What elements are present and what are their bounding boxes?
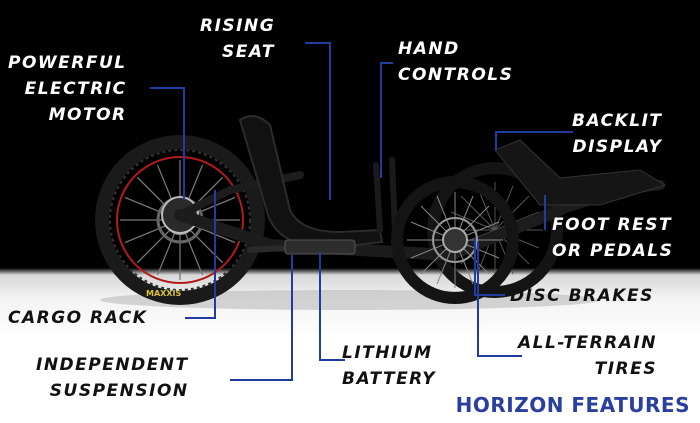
hand-controls <box>373 157 398 233</box>
label-foot-rest: Foot Rest or Pedals <box>552 215 674 261</box>
leader-cargo <box>185 190 216 319</box>
seat <box>238 115 384 250</box>
leader-battery <box>319 252 345 361</box>
label-tires: All-Terrain Tires <box>518 333 657 379</box>
battery-pack <box>284 239 356 255</box>
label-disc-brakes: Disc Brakes <box>510 286 654 306</box>
brand-title: HORIZON FEATURES <box>455 393 690 417</box>
label-seat: Rising Seat <box>200 16 276 62</box>
label-cargo-rack: Cargo Rack <box>8 308 148 328</box>
leader-seat <box>305 42 331 200</box>
leader-motor <box>150 87 185 200</box>
leader-display <box>495 131 573 150</box>
tire-brand-text: MAXXIS <box>146 289 181 298</box>
label-controls: Hand Controls <box>398 39 514 85</box>
leader-controls <box>380 62 393 178</box>
leader-lines <box>150 42 573 381</box>
label-battery: Lithium Battery <box>342 343 437 389</box>
leader-tires <box>477 242 522 357</box>
label-suspension: Independent Suspension <box>36 355 189 401</box>
label-display: Backlit Display <box>572 111 663 157</box>
leader-suspension <box>230 255 293 381</box>
front-wheel-near <box>391 176 519 304</box>
leader-brakes <box>474 238 505 296</box>
front-wheel-far <box>427 162 563 298</box>
label-motor: Powerful Electric Motor <box>8 53 127 125</box>
display-foot-rest <box>494 139 667 206</box>
